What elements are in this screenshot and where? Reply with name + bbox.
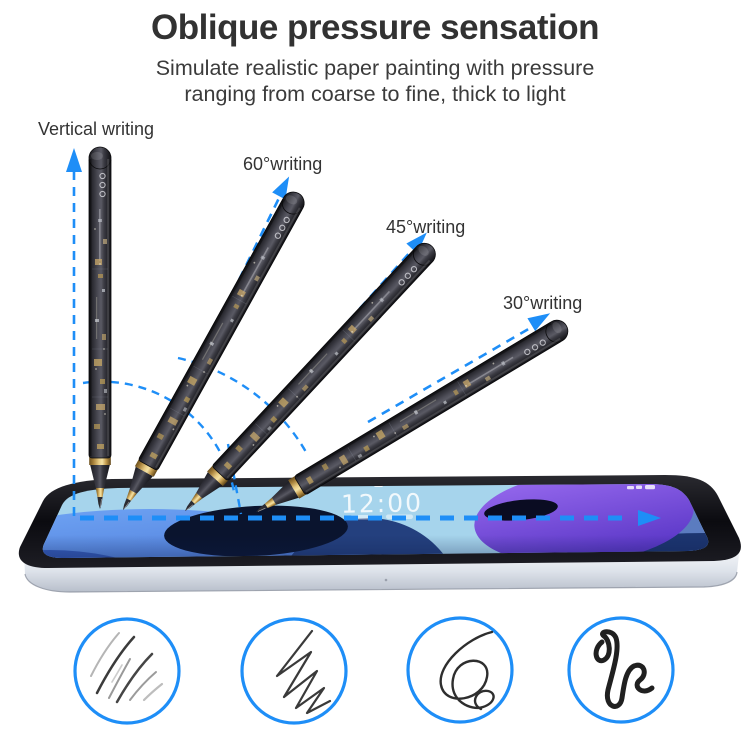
arrow-up-right-icon (406, 232, 427, 254)
tablet-screen: 12:00 (42, 484, 709, 558)
stroke-samples-row (73, 616, 675, 725)
lock-screen-time: 12:00 (341, 488, 424, 518)
surface-arrow (80, 510, 661, 526)
subtitle-line-1: Simulate realistic paper painting with p… (155, 56, 595, 80)
angle-label-45deg: 45°writing (386, 217, 466, 237)
angle-label-vertical: Vertical writing (38, 119, 155, 139)
tablet-camera-dot (384, 578, 388, 582)
subtitle-line-2: ranging from coarse to fine, thick to li… (184, 81, 566, 106)
pen-60deg (112, 187, 309, 516)
angle-label-30deg: 30°writing (503, 293, 583, 313)
stroke-sample-thick (567, 616, 675, 724)
thick-squiggle-icon (593, 629, 655, 709)
vertical-arrow (66, 148, 82, 516)
arrow-60deg (153, 176, 290, 453)
page-title: Oblique pressure sensation (151, 8, 599, 47)
tablet: 12:00 (18, 475, 741, 593)
loop-scribble-icon (439, 630, 495, 711)
arrow-up-right-icon (527, 313, 551, 332)
stroke-sample-loops (406, 616, 514, 724)
arrow-up-icon (66, 148, 82, 172)
wifi-icon (627, 486, 634, 490)
zigzag-strokes-icon (275, 629, 332, 715)
stroke-sample-zigzag (240, 617, 348, 725)
stroke-sample-hatch (73, 617, 181, 725)
battery-icon (645, 485, 655, 490)
page-subtitle: Simulate realistic paper painting with p… (0, 56, 750, 108)
pen-vertical (88, 146, 112, 510)
status-icons (627, 485, 655, 490)
arrow-30deg (367, 313, 551, 424)
arrow-right-icon (638, 510, 661, 526)
angle-label-60deg: 60°writing (243, 154, 323, 174)
angle-arc-radius-line (226, 443, 243, 515)
arrow-up-right-icon (272, 176, 290, 200)
signal-icon (636, 485, 642, 489)
hatch-strokes-icon (90, 632, 164, 704)
